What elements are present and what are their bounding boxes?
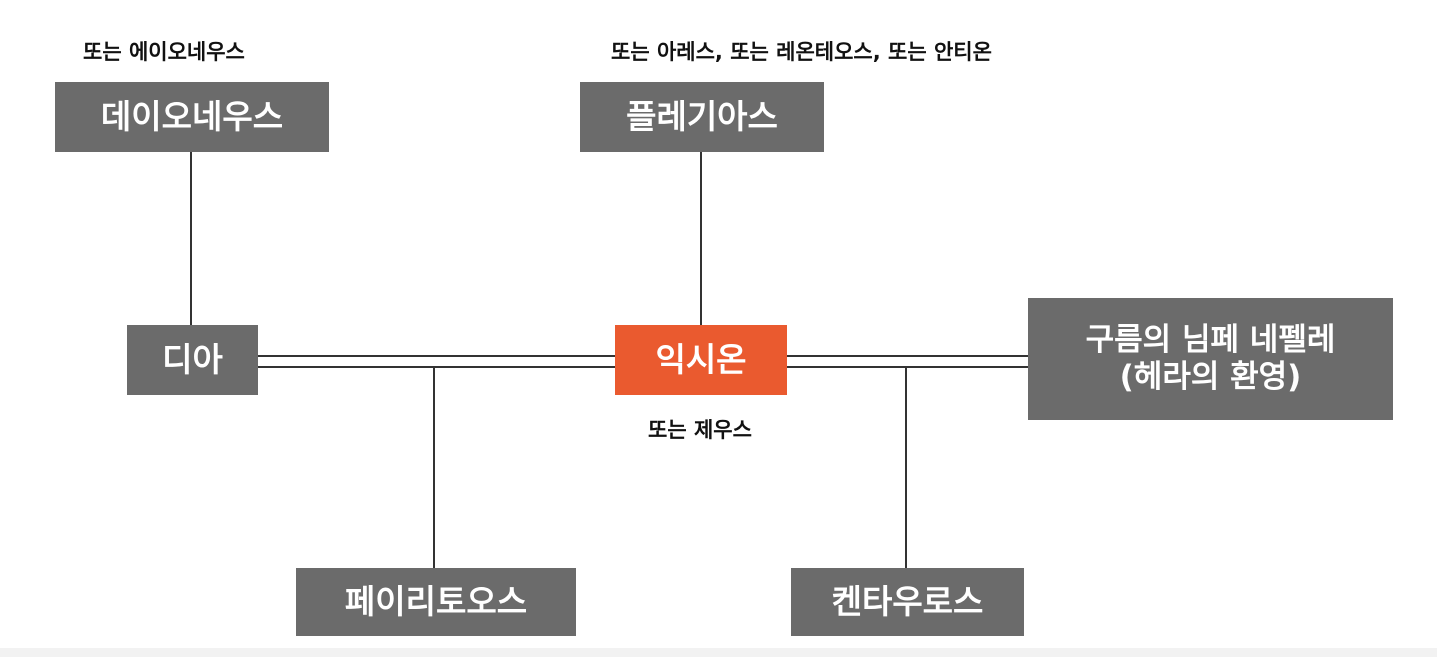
node-peirithoos: 페이리토오스 (296, 568, 576, 636)
bottom-band (0, 648, 1437, 657)
note-deioneus-alt: 또는 에이오네우스 (83, 40, 245, 64)
node-dia: 디아 (127, 325, 258, 395)
node-nephele: 구름의 님페 네펠레 (헤라의 환영) (1028, 298, 1393, 420)
nephele-note: (헤라의 환영) (1119, 359, 1302, 395)
node-ixion: 익시온 (615, 325, 787, 395)
note-ixion-alt: 또는 제우스 (648, 418, 752, 442)
note-phlegyas-alt: 또는 아레스, 또는 레온테오스, 또는 안티온 (611, 40, 992, 64)
nephele-name: 구름의 님페 네펠레 (1085, 321, 1336, 358)
node-deioneus: 데이오네우스 (55, 82, 329, 152)
node-phlegyas: 플레기아스 (580, 82, 824, 152)
node-kentauros: 켄타우로스 (791, 568, 1024, 636)
